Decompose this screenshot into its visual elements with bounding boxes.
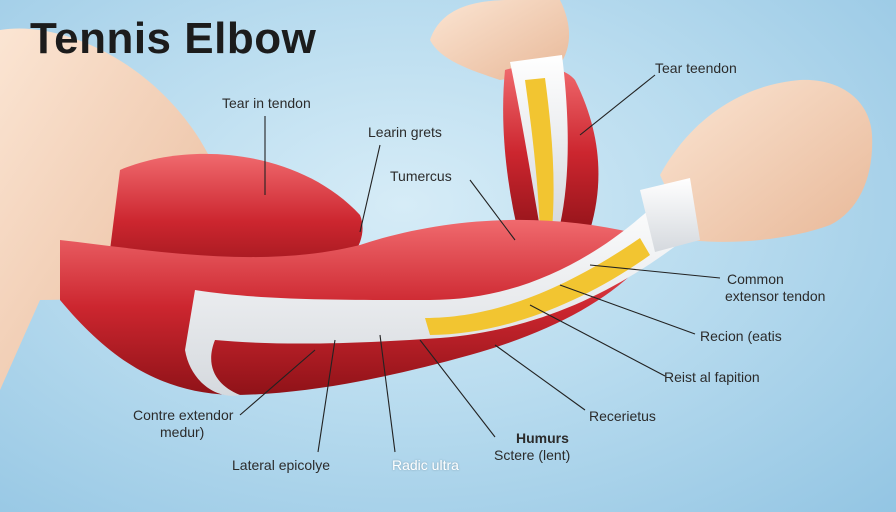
label-contre-extendor-line1: Contre extendor [133,407,234,423]
label-recion-eatis: Recion (eatis [700,328,782,344]
label-radic-ultra: Radic ultra [392,457,459,473]
label-contre-extendor-line2: medur) [160,424,205,440]
label-learin-grets: Learin grets [368,124,442,140]
label-common-extensor-line1: Common [727,271,784,287]
yellow-tendon-band [425,238,650,335]
wrist-wrap [640,178,700,252]
label-sctere-lent: Sctere (lent) [494,447,571,463]
label-tumercus: Tumercus [390,168,452,184]
label-reist-al-fapition: Reist al fapition [664,369,760,385]
label-contre-extendor: Contre extendor medur) [133,407,233,441]
fist-skin [660,79,873,242]
label-humurs: Humurs [516,430,569,446]
page-title: Tennis Elbow [30,14,317,63]
vertical-tendon-yellow [525,78,554,232]
common-extensor-tendon-shape [185,190,690,396]
label-recerietus: Recerietus [589,408,656,424]
label-common-extensor-line2: extensor tendon [725,288,826,304]
label-tear-teendon: Tear teendon [655,60,737,76]
label-common-extensor-tendon: Common extensor tendon [725,271,825,305]
leader-lines [239,74,721,453]
label-tear-in-tendon: Tear in tendon [222,95,311,111]
label-lateral-epicolye: Lateral epicolye [232,457,331,473]
